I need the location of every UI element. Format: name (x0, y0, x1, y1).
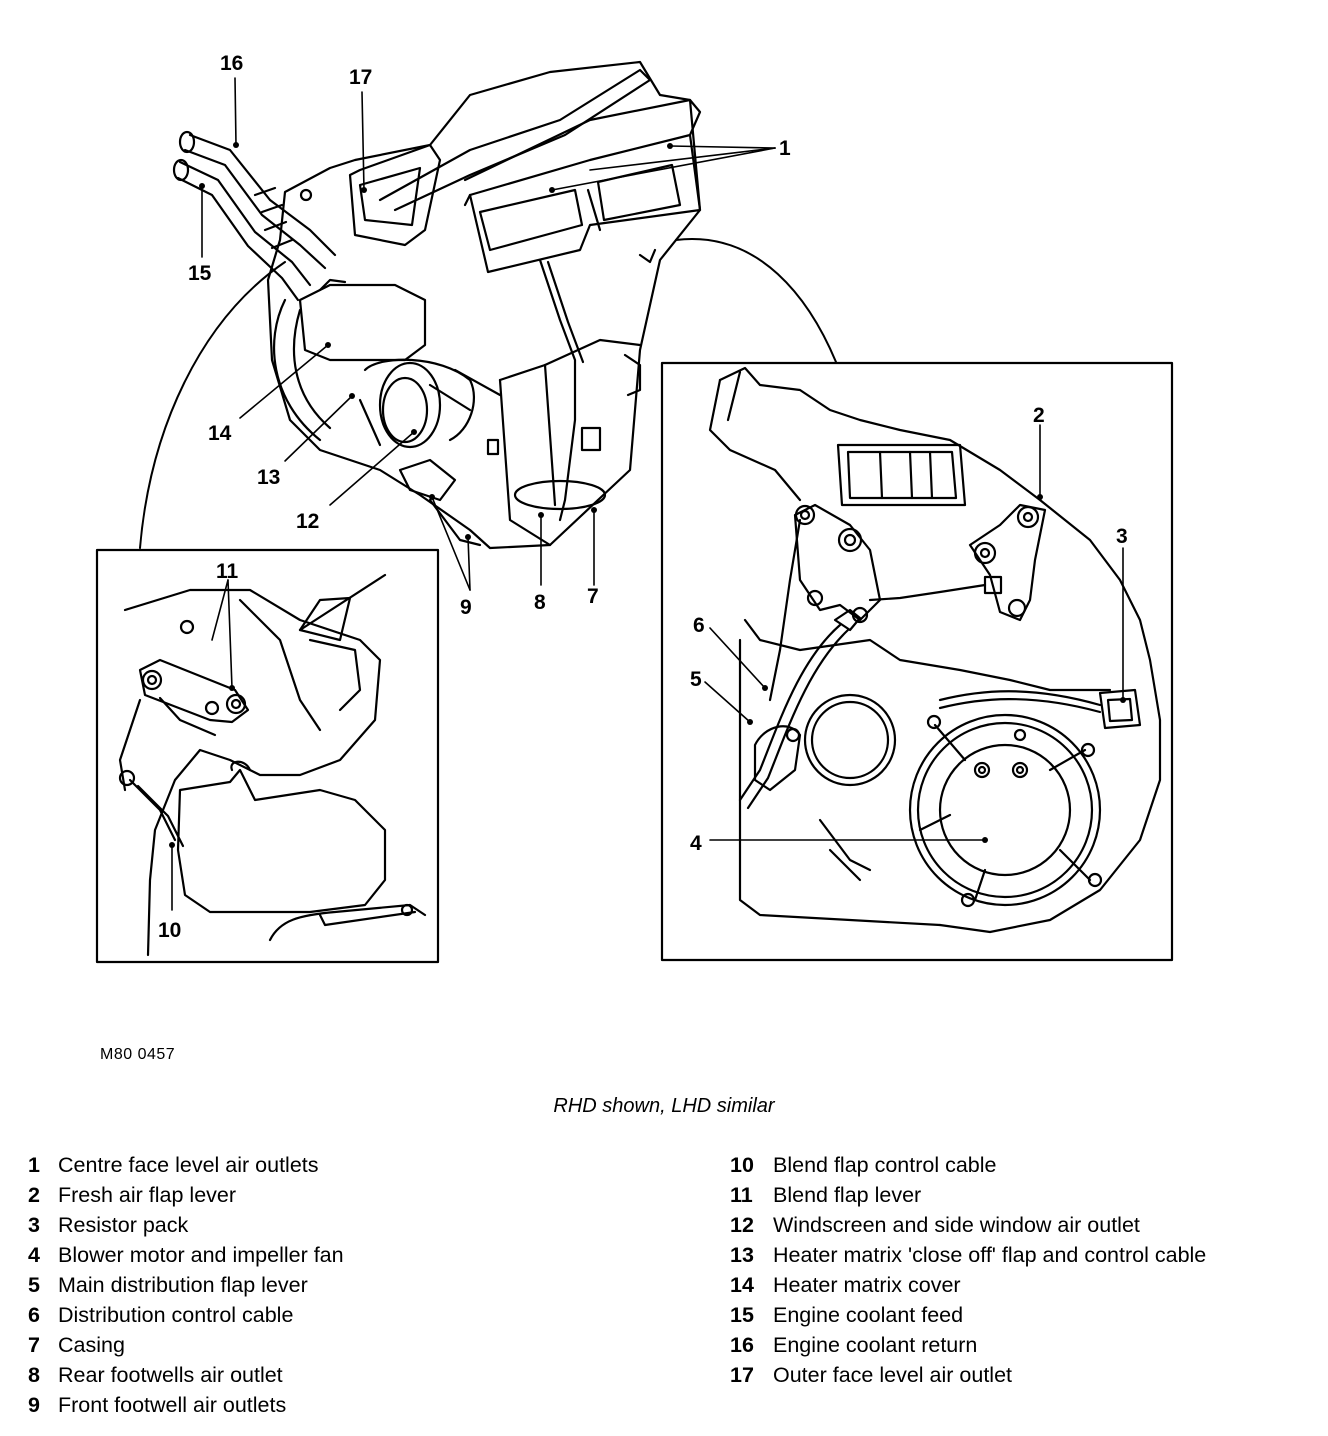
blend-flap-detail-inset (95, 548, 440, 964)
callout-9: 9 (460, 596, 472, 619)
callout-11: 11 (216, 560, 239, 583)
callout-5: 5 (690, 668, 702, 691)
callout-2: 2 (1033, 404, 1045, 427)
leader-lines (201, 77, 776, 591)
fresh-air-flap-detail-inset (660, 361, 1174, 962)
callout-17: 17 (349, 66, 372, 89)
callout-labels: 16 17 1 15 14 13 12 9 8 7 11 10 2 3 6 5 … (158, 52, 1128, 942)
callout-6: 6 (693, 614, 705, 637)
callout-13: 13 (257, 466, 280, 489)
callout-12: 12 (296, 510, 319, 533)
callout-1: 1 (779, 137, 791, 160)
callout-8: 8 (534, 591, 546, 614)
figure-caption: RHD shown, LHD similar (553, 1095, 775, 1117)
callout-10: 10 (158, 919, 181, 942)
callout-3: 3 (1116, 525, 1128, 548)
callout-7: 7 (587, 585, 599, 608)
callout-14: 14 (208, 422, 232, 445)
heater-assembly-illustration (172, 60, 702, 550)
figure-reference: M80 0457 (100, 1046, 176, 1063)
callout-4: 4 (690, 832, 702, 855)
heater-assembly-diagram: 16 17 1 15 14 13 12 9 8 7 11 10 2 3 6 5 … (95, 52, 1174, 964)
callout-16: 16 (220, 52, 243, 75)
callout-15: 15 (188, 262, 212, 285)
